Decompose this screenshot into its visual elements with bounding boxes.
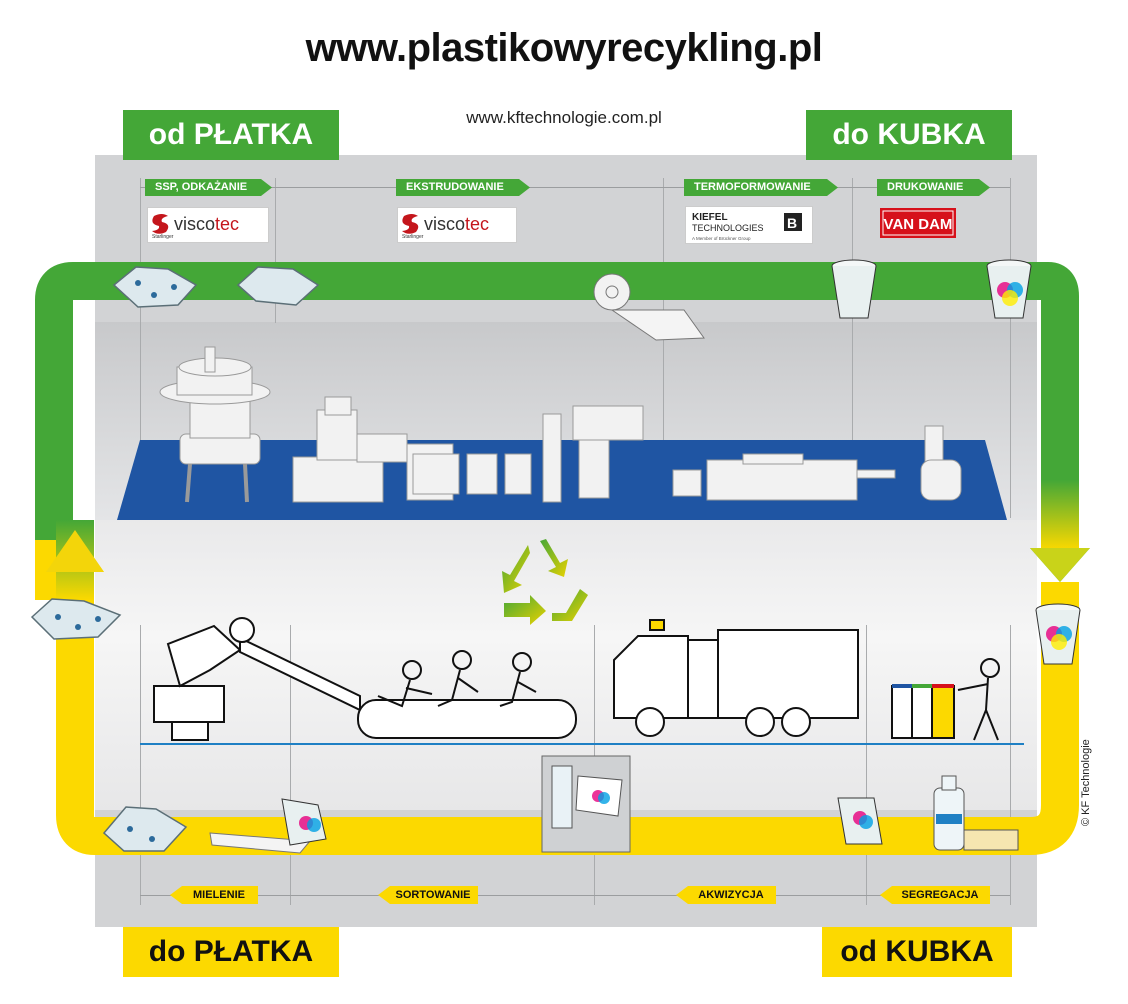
stage-arrow-extrusion: EKSTRUDOWANIE bbox=[396, 179, 530, 196]
person-icon bbox=[957, 658, 1000, 741]
stage-arrow-printing: DRUKOWANIE bbox=[877, 179, 990, 196]
collection-line bbox=[140, 617, 1024, 745]
plastic-cup-icon bbox=[831, 259, 877, 319]
cooling-tanks-icon bbox=[412, 405, 644, 503]
svg-text:B: B bbox=[787, 215, 797, 231]
stage-guide bbox=[140, 178, 141, 518]
plastic-flakes-top bbox=[112, 266, 320, 308]
corner-tag-top-left: od PŁATKA bbox=[123, 110, 339, 160]
stage-guide bbox=[1010, 625, 1011, 905]
svg-text:Starlinger: Starlinger bbox=[402, 234, 424, 240]
svg-text:viscotec: viscotec bbox=[424, 214, 489, 234]
waste-bale-icon bbox=[541, 755, 631, 853]
plastic-flakes-side bbox=[30, 598, 122, 640]
stage-arrow-acquisition: AKWIZYCJA bbox=[676, 886, 776, 904]
svg-text:viscotec: viscotec bbox=[174, 214, 239, 234]
logo-vandam: VAN DAM bbox=[880, 208, 956, 238]
svg-text:VAN DAM: VAN DAM bbox=[884, 216, 953, 233]
logo-sub: Starlinger bbox=[152, 234, 174, 240]
grinder-icon bbox=[153, 624, 242, 741]
stage-guide bbox=[852, 178, 853, 518]
ssp-reactor-icon bbox=[159, 346, 271, 503]
stage-guide bbox=[290, 625, 291, 905]
logo-viscotec-2: viscotec Starlinger bbox=[397, 207, 517, 243]
stage-arrow-thermoforming: TERMOFORMOWANIE bbox=[684, 179, 838, 196]
factory-line bbox=[117, 346, 1007, 520]
svg-text:TECHNOLOGIES: TECHNOLOGIES bbox=[692, 223, 764, 233]
conveyor-icon bbox=[229, 617, 577, 739]
logo-kiefel: KIEFEL TECHNOLOGIES A Member of Brückner… bbox=[685, 206, 813, 244]
bottom-waste-left bbox=[102, 798, 327, 854]
green-flow-arrow bbox=[35, 262, 1079, 560]
garbage-truck-icon bbox=[613, 619, 859, 737]
stage-guide bbox=[866, 625, 867, 905]
sub-url[interactable]: www.kftechnologie.com.pl bbox=[466, 108, 662, 127]
extruder-icon bbox=[292, 396, 454, 503]
worker-icon bbox=[377, 650, 537, 708]
site-title[interactable]: www.plastikowyrecykling.pl bbox=[305, 26, 823, 70]
printed-cup-icon bbox=[986, 259, 1032, 319]
viscotec-logo-mark: viscotec Starlinger bbox=[152, 214, 239, 240]
top-stage-ruler bbox=[140, 187, 1010, 188]
stage-guide bbox=[1010, 178, 1011, 518]
thermoformer-icon bbox=[672, 425, 962, 501]
recycle-icon bbox=[502, 539, 588, 625]
svg-text:KIEFEL: KIEFEL bbox=[692, 212, 728, 223]
svg-text:A Member of Brückner Group: A Member of Brückner Group bbox=[692, 236, 751, 241]
corner-tag-bottom-right: od KUBKA bbox=[822, 927, 1012, 977]
copyright-note: © KF Technologie bbox=[1080, 739, 1092, 826]
stage-arrow-sorting: SORTOWANIE bbox=[378, 886, 478, 904]
stage-arrow-ssp: SSP, ODKAŻANIE bbox=[145, 179, 272, 196]
stage-guide bbox=[140, 625, 141, 905]
corner-tag-top-right: do KUBKA bbox=[806, 110, 1012, 160]
corner-tag-bottom-left: do PŁATKA bbox=[123, 927, 339, 977]
bottom-stage-ruler bbox=[140, 895, 1010, 896]
stage-arrow-grinding: MIELENIE bbox=[170, 886, 258, 904]
recycling-bins-icon bbox=[891, 684, 955, 739]
bottom-waste-right bbox=[837, 775, 1019, 851]
stage-guide bbox=[275, 178, 276, 323]
printed-cup-side bbox=[1035, 603, 1081, 665]
logo-viscotec-1: viscotec Starlinger bbox=[147, 207, 269, 243]
film-roll-icon bbox=[593, 273, 705, 341]
stage-arrow-segregation: SEGREGACJA bbox=[880, 886, 990, 904]
stage-guide bbox=[663, 178, 664, 518]
